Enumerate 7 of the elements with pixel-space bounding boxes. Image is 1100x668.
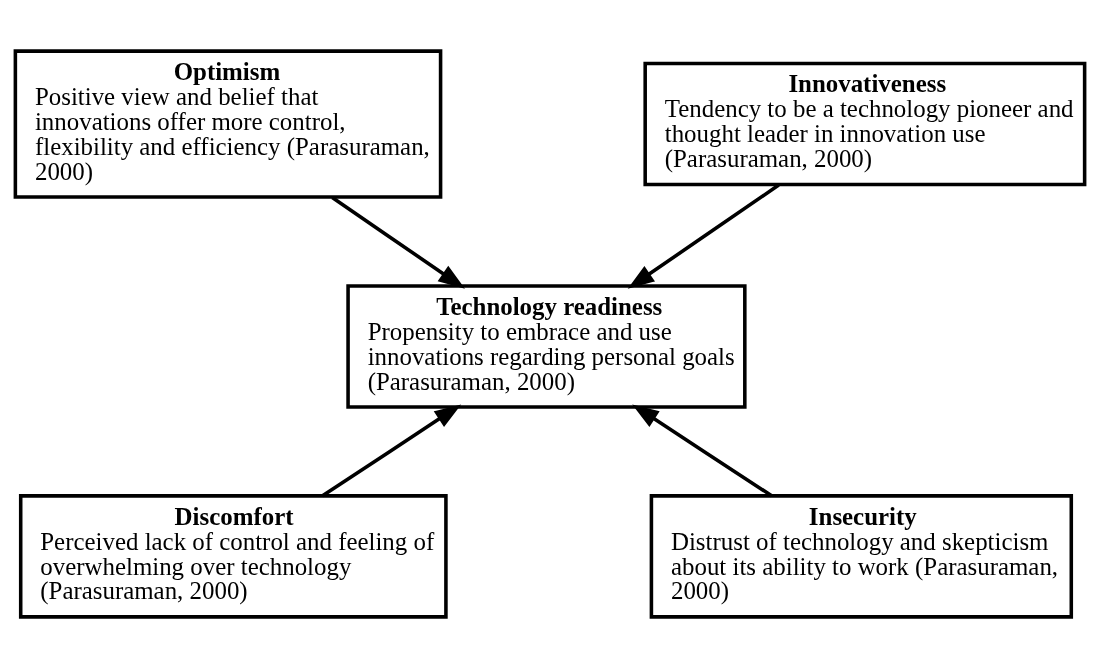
node-box: Insecurity Distrust of technology and skepticism about its ability to work (Parasuraman, 2000) [649, 494, 1074, 619]
node-box: Technology readiness Propensity to embrace and use innovations regarding personal goals (Parasuraman, 2000) [346, 284, 747, 409]
arrow [331, 196, 465, 289]
arrow [627, 183, 780, 289]
node-box: Optimism Positive view and belief that innovations offer more control, flexibility and efficiency (Parasuraman, 2000) [13, 49, 443, 199]
node-box: Innovativeness Tendency to be a technology pioneer and thought leader in innovation use (Parasuraman, 2000) [643, 61, 1087, 187]
node-box: Discomfort Perceived lack of control and feeling of overwhelming over technology (Parasuraman, 2000) [18, 494, 448, 619]
